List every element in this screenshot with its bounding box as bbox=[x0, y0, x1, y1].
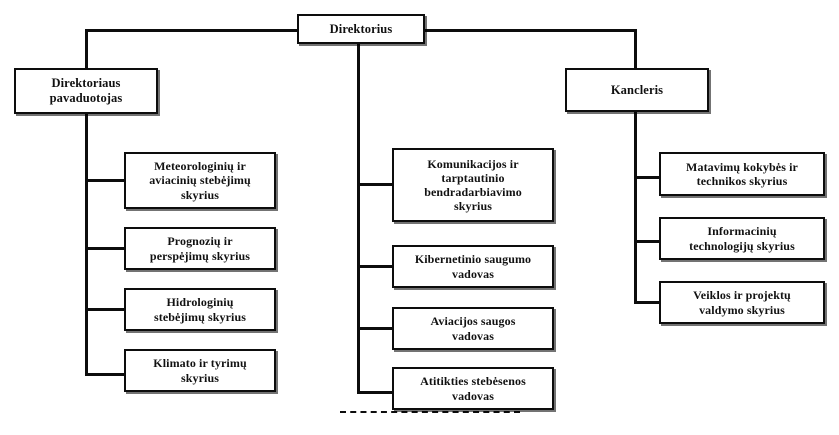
node-label: Matavimų kokybės ir technikos skyrius bbox=[686, 159, 798, 188]
node-label: Hidrologinių stebėjimų skyrius bbox=[153, 295, 247, 324]
connector-deputy-stub-2 bbox=[85, 247, 126, 250]
connector-director-trunk bbox=[357, 42, 360, 394]
node-label: Kibernetinio saugumo vadovas bbox=[414, 252, 532, 281]
node-label: Atitikties stebėsenos vadovas bbox=[420, 374, 526, 403]
node-matavimu-kokybes-ir-technikos-skyrius[interactable]: Matavimų kokybės ir technikos skyrius bbox=[659, 152, 825, 196]
node-label: Veiklos ir projektų valdymo skyrius bbox=[693, 288, 791, 317]
node-label: Informacinių technologijų skyrius bbox=[689, 224, 795, 253]
node-label: Meteorologinių ir aviacinių stebėjimų sk… bbox=[149, 159, 251, 202]
node-aviacijos-saugos-vadovas[interactable]: Aviacijos saugos vadovas bbox=[392, 307, 554, 350]
connector-root-to-deputy-horizontal bbox=[85, 29, 300, 32]
node-kancleris[interactable]: Kancleris bbox=[565, 68, 709, 112]
node-atitikties-stebesenos-vadovas[interactable]: Atitikties stebėsenos vadovas bbox=[392, 367, 554, 410]
connector-director-stub-2 bbox=[357, 265, 394, 268]
node-direktorius[interactable]: Direktorius bbox=[297, 14, 425, 44]
node-kibernetinio-saugumo-vadovas[interactable]: Kibernetinio saugumo vadovas bbox=[392, 245, 554, 288]
connector-director-stub-1 bbox=[357, 183, 394, 186]
node-label: Komunikacijos ir tarptautinio bendradarb… bbox=[424, 156, 522, 214]
node-meteorologiniu-ir-aviaciniu-stebejimu-skyrius[interactable]: Meteorologinių ir aviacinių stebėjimų sk… bbox=[124, 152, 276, 209]
connector-chancellor-stub-3 bbox=[634, 301, 661, 304]
node-informaciniu-technologiju-skyrius[interactable]: Informacinių technologijų skyrius bbox=[659, 217, 825, 260]
node-direktorius-label: Direktorius bbox=[329, 21, 393, 36]
footer-dashed-separator bbox=[340, 411, 520, 413]
connector-deputy-drop bbox=[85, 29, 88, 70]
node-direktoriaus-pavaduotojas-label: Direktoriaus pavaduotojas bbox=[49, 76, 123, 105]
connector-chancellor-stub-2 bbox=[634, 240, 661, 243]
node-label: Prognozių ir perspėjimų skyrius bbox=[149, 234, 251, 263]
connector-deputy-stub-4 bbox=[85, 373, 126, 376]
connector-director-stub-3 bbox=[357, 327, 394, 330]
node-veiklos-ir-projektu-valdymo-skyrius[interactable]: Veiklos ir projektų valdymo skyrius bbox=[659, 281, 825, 324]
connector-deputy-trunk bbox=[85, 112, 88, 376]
connector-deputy-stub-3 bbox=[85, 308, 126, 311]
node-label: Klimato ir tyrimų skyrius bbox=[153, 356, 247, 385]
node-klimato-ir-tyrimu-skyrius[interactable]: Klimato ir tyrimų skyrius bbox=[124, 349, 276, 392]
connector-chancellor-trunk bbox=[634, 110, 637, 304]
connector-chancellor-drop bbox=[634, 29, 637, 70]
connector-director-stub-4 bbox=[357, 391, 394, 394]
node-prognoziu-ir-perspejimu-skyrius[interactable]: Prognozių ir perspėjimų skyrius bbox=[124, 227, 276, 270]
node-hidrologiniu-stebejimu-skyrius[interactable]: Hidrologinių stebėjimų skyrius bbox=[124, 288, 276, 331]
connector-deputy-stub-1 bbox=[85, 179, 126, 182]
node-direktoriaus-pavaduotojas[interactable]: Direktoriaus pavaduotojas bbox=[14, 68, 158, 114]
connector-chancellor-stub-1 bbox=[634, 176, 661, 179]
node-komunikacijos-ir-tarptautinio-bendradarbiavimo-skyrius[interactable]: Komunikacijos ir tarptautinio bendradarb… bbox=[392, 148, 554, 222]
connector-root-to-chancellor-horizontal bbox=[422, 29, 637, 32]
node-label: Aviacijos saugos vadovas bbox=[430, 314, 516, 343]
node-kancleris-label: Kancleris bbox=[610, 82, 664, 97]
